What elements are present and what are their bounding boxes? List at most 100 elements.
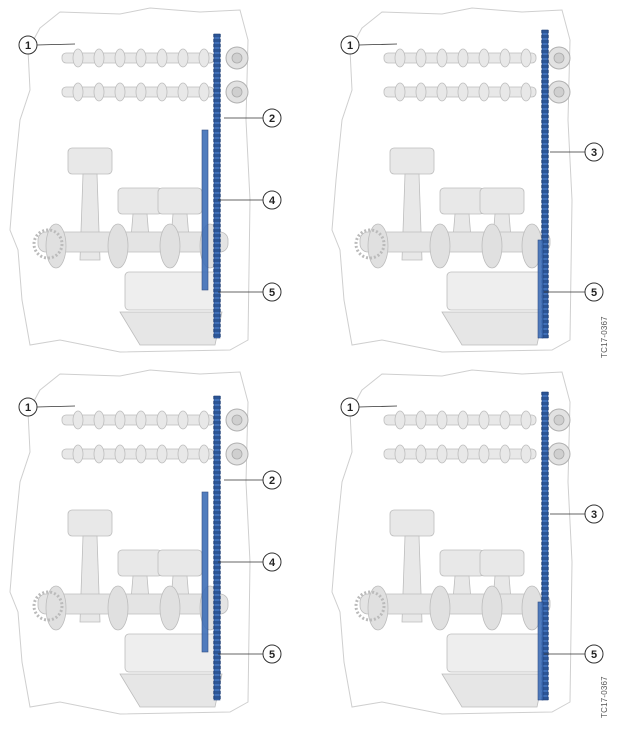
camshaft-2	[61, 442, 249, 466]
chain-link	[213, 324, 221, 327]
figure-code-bottom: TC17-0367	[600, 676, 609, 718]
chain-link	[541, 275, 549, 278]
crank-web	[45, 223, 67, 269]
chain-link	[213, 74, 221, 77]
cam-lobe	[93, 48, 105, 68]
cam-lobe	[436, 48, 448, 68]
cam-lobe	[135, 48, 147, 68]
callout-circle	[262, 552, 282, 572]
chain-link	[213, 164, 221, 167]
camshaft-1	[383, 46, 571, 70]
chain-link	[213, 149, 221, 152]
chain-link	[213, 616, 221, 619]
chain-link	[541, 562, 549, 565]
chain-link	[541, 220, 549, 223]
chain-link	[541, 320, 549, 323]
chain-link	[213, 621, 221, 624]
crank-web	[367, 223, 389, 269]
chain-link	[213, 39, 221, 42]
chain-link	[541, 692, 549, 695]
chain-link	[213, 274, 221, 277]
chain-link	[213, 194, 221, 197]
callout-label: 1	[347, 402, 353, 414]
cam-lobe	[135, 410, 147, 430]
chain-link	[541, 532, 549, 535]
cam-lobe	[436, 444, 448, 464]
chain-link	[213, 179, 221, 182]
cam-lobe	[93, 410, 105, 430]
figure-code-top: TC17-0367	[600, 316, 609, 358]
piston	[439, 549, 485, 577]
chain-link	[213, 681, 221, 684]
callout-leader	[358, 43, 398, 46]
chain-lower-strand	[537, 601, 544, 701]
sprocket-hub	[553, 448, 565, 460]
callout-1: 1	[18, 397, 76, 417]
cam-lobe	[156, 410, 168, 430]
chain-link	[213, 556, 221, 559]
chain-link	[541, 437, 549, 440]
chain-link	[541, 482, 549, 485]
cam-lobe	[114, 82, 126, 102]
chain-link	[541, 30, 549, 33]
cam-lobe	[72, 48, 84, 68]
chain-link	[541, 100, 549, 103]
chain-link	[213, 521, 221, 524]
chain-link	[541, 305, 549, 308]
chain-link	[213, 289, 221, 292]
cam-lobe	[156, 82, 168, 102]
chain-link	[213, 249, 221, 252]
chain-link	[213, 506, 221, 509]
chain-link	[213, 279, 221, 282]
chain-link	[541, 120, 549, 123]
chain-link	[541, 190, 549, 193]
chain-link	[541, 35, 549, 38]
chain-link	[541, 627, 549, 630]
chain-link	[213, 304, 221, 307]
chain-link	[541, 477, 549, 480]
chain-link	[213, 426, 221, 429]
callout-label: 3	[591, 147, 597, 159]
chain-link	[541, 517, 549, 520]
callout-1: 1	[18, 35, 76, 55]
chain-link	[541, 170, 549, 173]
chain-link	[541, 462, 549, 465]
chain-link	[541, 582, 549, 585]
chain-link	[541, 160, 549, 163]
chain-link	[213, 491, 221, 494]
crankshaft	[359, 593, 551, 615]
chain-link	[541, 647, 549, 650]
chain-link	[213, 259, 221, 262]
chain-link	[213, 511, 221, 514]
cam-lobe	[415, 48, 427, 68]
chain-link	[541, 50, 549, 53]
oil-sump-section	[441, 311, 545, 346]
chain-link	[541, 130, 549, 133]
chain-link	[541, 577, 549, 580]
crank-web	[481, 585, 503, 631]
chain-link	[213, 631, 221, 634]
sprocket-hub	[553, 414, 565, 426]
chain-link	[541, 200, 549, 203]
chain-link	[213, 406, 221, 409]
chain-link	[541, 60, 549, 63]
callout-5: 5	[218, 282, 282, 302]
chain-link	[213, 154, 221, 157]
chain-link	[213, 199, 221, 202]
chain-link	[541, 300, 549, 303]
callout-label: 5	[591, 287, 597, 299]
cam-lobe	[114, 410, 126, 430]
chain-link	[541, 507, 549, 510]
chain-link	[213, 396, 221, 399]
chain-link	[213, 606, 221, 609]
chain-link	[213, 676, 221, 679]
piston	[67, 509, 113, 537]
chain-link	[213, 329, 221, 332]
chain-link	[541, 185, 549, 188]
chain-link	[541, 255, 549, 258]
chain-link	[213, 124, 221, 127]
chain-link	[213, 69, 221, 72]
chain-link	[213, 596, 221, 599]
chain-link	[541, 622, 549, 625]
